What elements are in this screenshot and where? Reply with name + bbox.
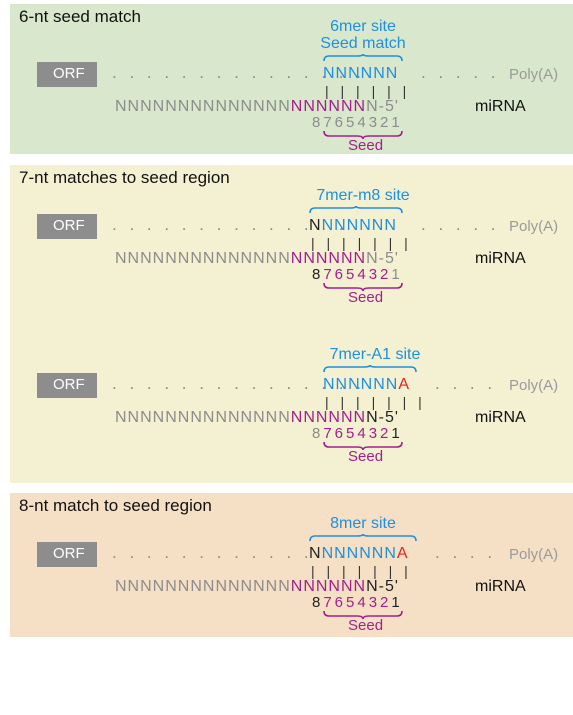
orf-label: ORF — [53, 376, 85, 393]
mirna-prefix: NNNNNNNNNNNNNN — [115, 250, 291, 267]
num-1: 1 — [391, 266, 403, 283]
num-8: 8 — [312, 266, 324, 283]
orf-label: ORF — [53, 65, 85, 82]
polya-label: Poly(A) — [509, 218, 559, 235]
seed-label: Seed — [348, 617, 384, 634]
num-seed: 765432 — [323, 114, 392, 131]
num-1: 1 — [391, 425, 403, 442]
mirna-sequence: NNNNNNNNNNNNNNNNNNNNN-5' — [115, 98, 399, 116]
polya-label: Poly(A) — [509, 377, 559, 394]
site-brace — [323, 53, 403, 62]
panel-7nt-seed-matches: 7-nt matches to seed region 7mer-m8 site… — [10, 165, 573, 483]
seed-label: Seed — [348, 289, 384, 306]
site-8mer: 8mer site ORF . . . . . . . . . . . . . … — [37, 515, 573, 715]
mrna-pos1-a: A — [398, 376, 410, 393]
mrna-site-sequence: NNNNNNA — [323, 376, 410, 394]
num-8: 8 — [312, 425, 324, 442]
orf-box: ORF — [37, 373, 97, 398]
mrna-dots-left: . . . . . . . . . . . . . . . — [112, 374, 365, 393]
mrna-seed-match: NNNNNN — [321, 545, 397, 562]
num-seed: 765432 — [323, 594, 392, 611]
mirna-label: miRNA — [475, 578, 526, 595]
mrna-seed-match: NNNNNN — [323, 65, 399, 82]
position-numbers: 87654321 — [312, 114, 403, 131]
site-brace — [309, 205, 403, 214]
orf-box: ORF — [37, 542, 97, 567]
mirna-prefix: NNNNNNNNNNNNNN — [115, 578, 291, 595]
mrna-pos1-a: A — [396, 545, 409, 562]
mrna-dots-left: . . . . . . . . . . . . . . — [112, 215, 348, 234]
site-label: 8mer site — [330, 515, 396, 532]
site-label: 7mer-m8 site — [316, 187, 410, 204]
mirna-seed: NNNNNN — [290, 98, 367, 115]
num-seed: 765432 — [323, 425, 392, 442]
base-pair-ticks: | | | | | | | — [311, 563, 412, 579]
orf-box: ORF — [37, 62, 97, 87]
mrna-dots-left: . . . . . . . . . . . . . . . — [112, 63, 365, 82]
seed-label: Seed — [348, 448, 384, 465]
mrna-dots-right: . . . . . — [421, 215, 500, 234]
mrna-dots-right: . . . . — [435, 543, 497, 562]
mirna-sequence: NNNNNNNNNNNNNNNNNNNNN-5' — [115, 578, 399, 596]
orf-label: ORF — [53, 217, 85, 234]
mrna-site-sequence: NNNNNNN — [309, 217, 397, 235]
seed-brace — [323, 610, 403, 620]
num-8: 8 — [312, 594, 324, 611]
mirna-suffix: N-5' — [366, 409, 399, 426]
panel-6nt-seed-match: 6-nt seed match 6mer site Seed match ORF… — [10, 4, 573, 154]
base-pair-ticks: | | | | | | | — [325, 394, 426, 410]
num-1: 1 — [391, 114, 403, 131]
seed-brace — [323, 130, 403, 140]
mirna-sequence: NNNNNNNNNNNNNNNNNNNNN-5' — [115, 250, 399, 268]
num-1: 1 — [391, 594, 403, 611]
orf-label: ORF — [53, 545, 85, 562]
mrna-seed-match: NNNNNN — [323, 376, 399, 393]
mrna-site-sequence: NNNNNNNA — [309, 545, 409, 563]
panel-title: 6-nt seed match — [19, 7, 141, 26]
mirna-prefix: NNNNNNNNNNNNNN — [115, 409, 291, 426]
position-numbers: 87654321 — [312, 425, 403, 442]
panel-8nt-seed-match: 8-nt match to seed region 8mer site ORF … — [10, 493, 573, 637]
position-numbers: 87654321 — [312, 266, 403, 283]
mrna-pos8: N — [309, 217, 322, 234]
num-8: 8 — [312, 114, 324, 131]
mirna-seed: NNNNNN — [290, 578, 367, 595]
site-7mer-m8: 7mer-m8 site ORF . . . . . . . . . . . .… — [37, 187, 573, 387]
mrna-site-sequence: NNNNNN — [323, 65, 398, 83]
mirna-label: miRNA — [475, 98, 526, 115]
polya-label: Poly(A) — [509, 546, 559, 563]
mirna-seed: NNNNNN — [290, 409, 367, 426]
orf-box: ORF — [37, 214, 97, 239]
num-seed: 765432 — [323, 266, 392, 283]
mirna-suffix: N-5' — [366, 98, 399, 115]
mirna-label: miRNA — [475, 250, 526, 267]
mirna-sequence: NNNNNNNNNNNNNNNNNNNNN-5' — [115, 409, 399, 427]
seed-label: Seed — [348, 137, 384, 154]
mirna-label: miRNA — [475, 409, 526, 426]
position-numbers: 87654321 — [312, 594, 403, 611]
polya-label: Poly(A) — [509, 66, 559, 83]
site-label: 6mer site — [330, 18, 396, 35]
base-pair-ticks: | | | | | | — [325, 83, 411, 99]
panel-title: 8-nt match to seed region — [19, 496, 212, 515]
site-6mer: 6mer site Seed match ORF . . . . . . . .… — [37, 18, 573, 218]
base-pair-ticks: | | | | | | | — [311, 235, 412, 251]
mrna-dots-right: . . . . . — [421, 63, 500, 82]
site-label: 7mer-A1 site — [329, 346, 421, 363]
site-brace — [309, 533, 417, 542]
site-brace — [323, 364, 417, 373]
mrna-dots-left: . . . . . . . . . . . . . . — [112, 543, 348, 562]
mrna-pos8: N — [309, 545, 322, 562]
seed-brace — [323, 282, 403, 292]
mrna-dots-right: . . . . — [435, 374, 497, 393]
mrna-seed-match: NNNNNN — [321, 217, 397, 234]
panel-title: 7-nt matches to seed region — [19, 168, 230, 187]
seed-brace — [323, 441, 403, 451]
mirna-suffix: N-5' — [366, 578, 399, 595]
mirna-seed: NNNNNN — [290, 250, 367, 267]
mirna-prefix: NNNNNNNNNNNNNN — [115, 98, 291, 115]
site-label-seed-match: Seed match — [320, 35, 406, 52]
site-7mer-a1: 7mer-A1 site ORF . . . . . . . . . . . .… — [37, 346, 573, 546]
mirna-suffix: N-5' — [366, 250, 399, 267]
